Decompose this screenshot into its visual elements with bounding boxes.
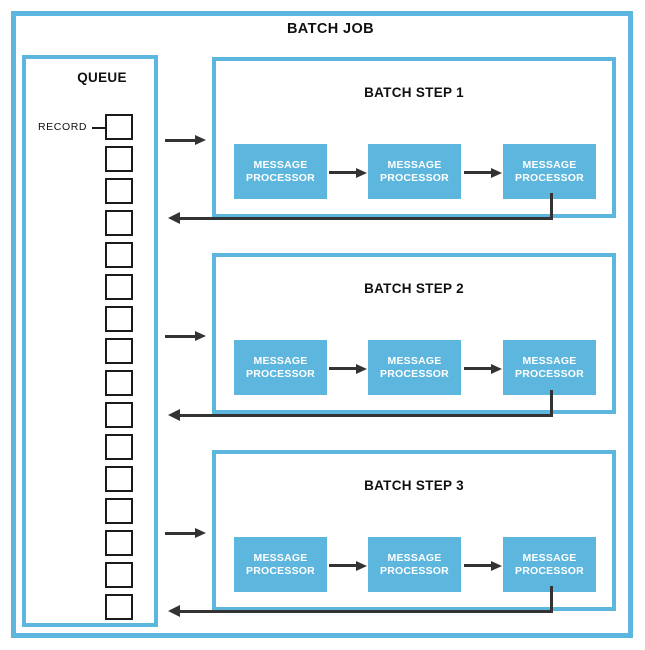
processor-label-line2: PROCESSOR [515, 171, 584, 184]
message-processor-1-2[interactable]: MESSAGE PROCESSOR [368, 144, 461, 199]
processor-label-line1: MESSAGE [387, 158, 442, 171]
record-stack [105, 114, 133, 626]
queue-to-step-2-arrow-icon [165, 331, 207, 342]
processor-label-line2: PROCESSOR [380, 171, 449, 184]
processor-label-line2: PROCESSOR [380, 367, 449, 380]
step-2-to-queue-arrow-icon [168, 390, 553, 421]
arrow-shaft [165, 335, 196, 338]
arrow-head [195, 528, 206, 538]
record-box[interactable] [105, 434, 133, 460]
processor-label-line1: MESSAGE [387, 354, 442, 367]
record-box[interactable] [105, 306, 133, 332]
arrow-right-icon [329, 561, 367, 571]
arrow-shaft [464, 564, 492, 567]
processor-label-line2: PROCESSOR [515, 367, 584, 380]
step-1-to-queue-arrow-icon [168, 193, 553, 224]
arrow-right-icon [464, 364, 502, 374]
processor-label-line2: PROCESSOR [246, 564, 315, 577]
record-box[interactable] [105, 146, 133, 172]
record-box[interactable] [105, 338, 133, 364]
arrow-riser [550, 586, 553, 612]
arrow-head [356, 364, 367, 374]
processor-label-line1: MESSAGE [253, 354, 308, 367]
arrow-right-icon [464, 168, 502, 178]
record-box[interactable] [105, 498, 133, 524]
record-box[interactable] [105, 178, 133, 204]
message-processor-2-3[interactable]: MESSAGE PROCESSOR [503, 340, 596, 395]
processor-label-line1: MESSAGE [522, 551, 577, 564]
processor-label-line2: PROCESSOR [246, 171, 315, 184]
arrow-right-icon [329, 364, 367, 374]
processor-label-line1: MESSAGE [387, 551, 442, 564]
record-box[interactable] [105, 466, 133, 492]
record-box[interactable] [105, 402, 133, 428]
arrow-head [168, 605, 180, 617]
arrow-riser [550, 193, 553, 219]
arrow-shaft [329, 171, 357, 174]
record-box[interactable] [105, 530, 133, 556]
arrow-head [491, 168, 502, 178]
arrow-riser [550, 390, 553, 416]
processor-label-line2: PROCESSOR [380, 564, 449, 577]
queue-to-step-1-arrow-icon [165, 135, 207, 146]
arrow-shaft [179, 216, 553, 220]
batch-step-2-title: BATCH STEP 2 [364, 281, 464, 296]
batch-job-title-text: BATCH JOB [286, 21, 375, 37]
arrow-head [356, 561, 367, 571]
arrow-right-icon [464, 561, 502, 571]
message-processor-3-1[interactable]: MESSAGE PROCESSOR [234, 537, 327, 592]
queue-to-step-3-arrow-icon [165, 528, 207, 539]
message-processor-1-1[interactable]: MESSAGE PROCESSOR [234, 144, 327, 199]
batch-job-title: BATCH JOB [0, 21, 645, 37]
batch-job-container [11, 11, 633, 638]
arrow-shaft [329, 564, 357, 567]
batch-step-1-container: BATCH STEP 1 MESSAGE PROCESSOR MESSAGE P… [212, 57, 616, 218]
batch-step-3-container: BATCH STEP 3 MESSAGE PROCESSOR MESSAGE P… [212, 450, 616, 611]
record-label: RECORD [38, 121, 88, 133]
arrow-shaft [464, 171, 492, 174]
message-processor-2-2[interactable]: MESSAGE PROCESSOR [368, 340, 461, 395]
record-box[interactable] [105, 242, 133, 268]
arrow-head [491, 364, 502, 374]
step-3-to-queue-arrow-icon [168, 586, 553, 617]
processor-label-line1: MESSAGE [253, 158, 308, 171]
arrow-right-icon [329, 168, 367, 178]
arrow-shaft [179, 609, 553, 613]
message-processor-2-1[interactable]: MESSAGE PROCESSOR [234, 340, 327, 395]
arrow-head [356, 168, 367, 178]
processor-label-line2: PROCESSOR [515, 564, 584, 577]
arrow-shaft [179, 413, 553, 417]
message-processor-3-3[interactable]: MESSAGE PROCESSOR [503, 537, 596, 592]
arrow-shaft [464, 367, 492, 370]
arrow-head [195, 135, 206, 145]
batch-step-1-title: BATCH STEP 1 [364, 85, 464, 100]
arrow-head [168, 212, 180, 224]
arrow-head [195, 331, 206, 341]
processor-label-line1: MESSAGE [522, 354, 577, 367]
record-leader-line [92, 127, 105, 129]
batch-step-2-container: BATCH STEP 2 MESSAGE PROCESSOR MESSAGE P… [212, 253, 616, 414]
record-box[interactable] [105, 210, 133, 236]
record-box[interactable] [105, 594, 133, 620]
arrow-shaft [165, 532, 196, 535]
arrow-head [491, 561, 502, 571]
arrow-shaft [329, 367, 357, 370]
message-processor-1-3[interactable]: MESSAGE PROCESSOR [503, 144, 596, 199]
queue-title-text: QUEUE [77, 70, 127, 85]
record-box[interactable] [105, 274, 133, 300]
record-box[interactable] [105, 562, 133, 588]
queue-title: QUEUE [22, 70, 158, 85]
queue-container [22, 55, 158, 627]
batch-step-3-title: BATCH STEP 3 [364, 478, 464, 493]
processor-label-line1: MESSAGE [253, 551, 308, 564]
record-box[interactable] [105, 114, 133, 140]
arrow-shaft [165, 139, 196, 142]
arrow-head [168, 409, 180, 421]
processor-label-line1: MESSAGE [522, 158, 577, 171]
processor-label-line2: PROCESSOR [246, 367, 315, 380]
record-box[interactable] [105, 370, 133, 396]
message-processor-3-2[interactable]: MESSAGE PROCESSOR [368, 537, 461, 592]
